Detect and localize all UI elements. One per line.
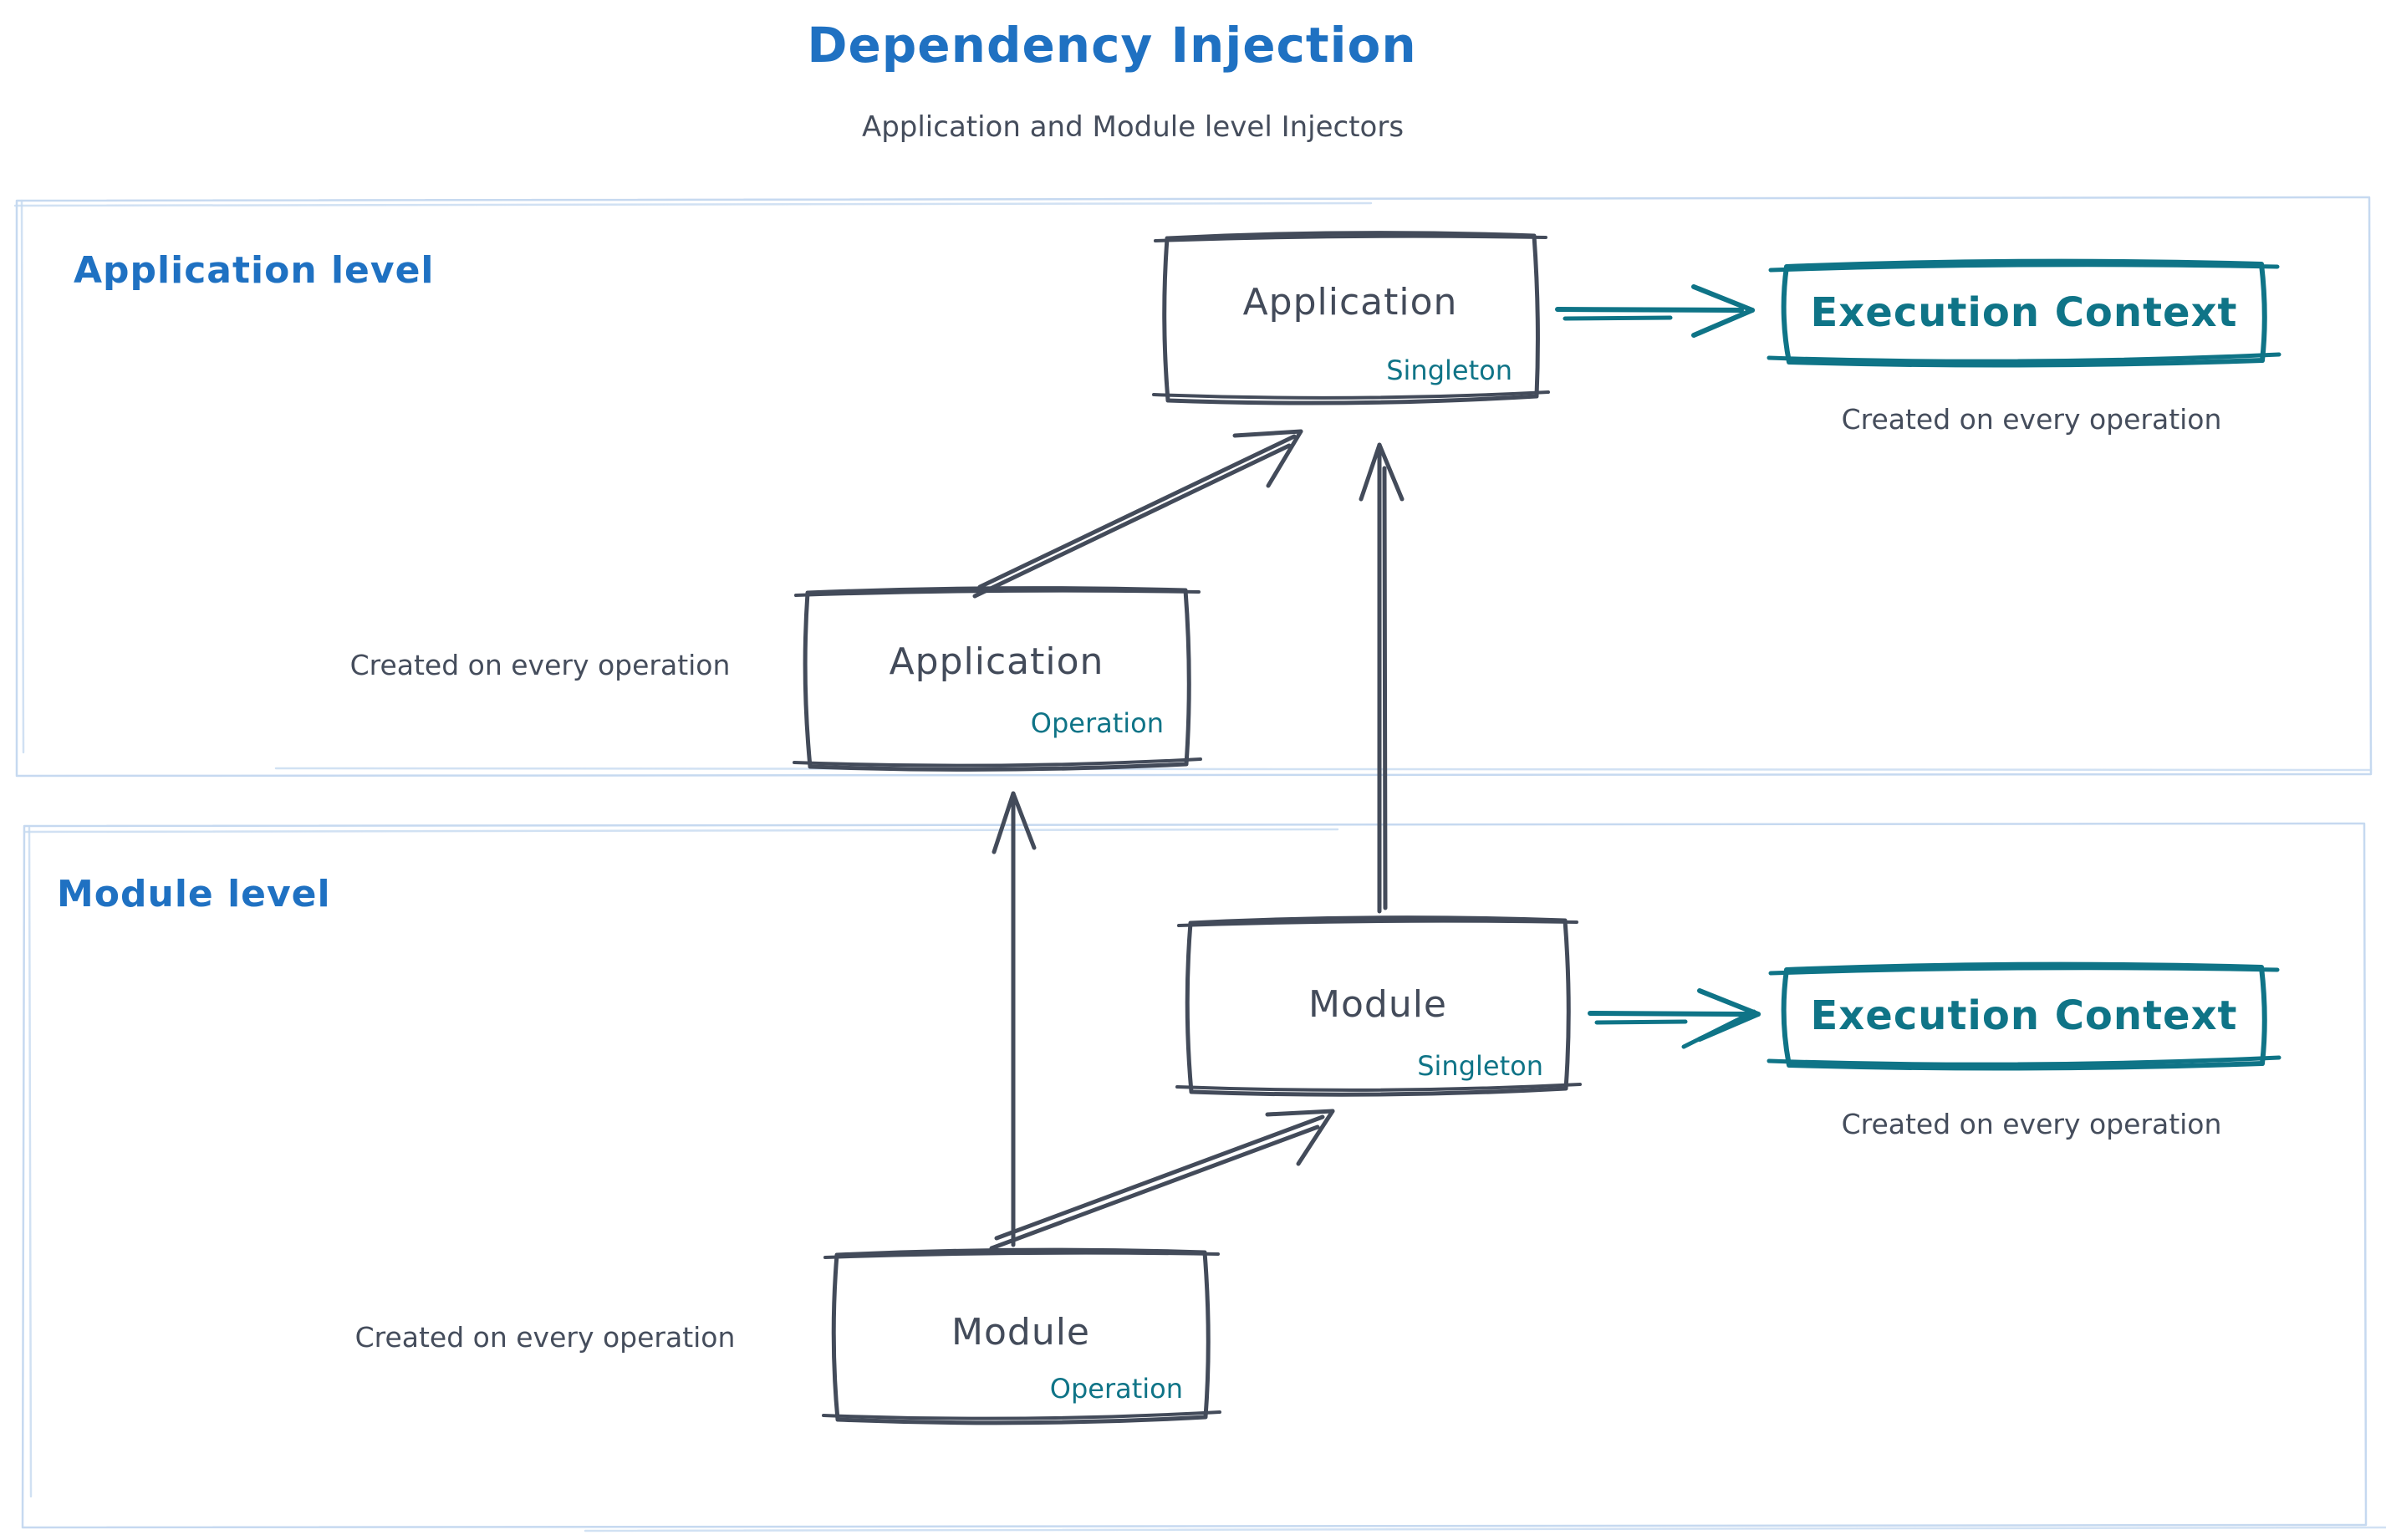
module-execution-context-caption: Created on every operation	[1841, 1108, 2222, 1140]
diagram-title: Dependency Injection	[807, 17, 1417, 74]
app-singleton-tag: Singleton	[1386, 354, 1512, 386]
arrow-module-operation-to-module-singleton	[989, 1109, 1335, 1251]
arrow-module-operation-to-app-operation	[992, 791, 1037, 1247]
arrow-app-operation-to-app-singleton	[972, 429, 1303, 599]
app-execution-context-box	[1767, 258, 2281, 368]
app-execution-context-caption: Created on every operation	[1841, 403, 2222, 436]
app-singleton-title: Application	[1242, 281, 1458, 324]
app-operation-title: Application	[889, 640, 1104, 683]
app-operation-tag: Operation	[1030, 707, 1164, 739]
application-level-panel-border	[13, 196, 2373, 778]
module-operation-tag: Operation	[1049, 1373, 1183, 1405]
module-level-panel-border	[21, 822, 2386, 1532]
module-execution-context-box	[1767, 961, 2281, 1071]
app-execution-context-title: Execution Context	[1810, 289, 2238, 336]
module-operation-box	[822, 1247, 1221, 1425]
app-operation-note: Created on every operation	[349, 649, 731, 681]
module-execution-context-title: Execution Context	[1810, 992, 2238, 1039]
app-singleton-box	[1152, 231, 1550, 405]
module-singleton-box	[1175, 915, 1582, 1097]
application-level-label: Application level	[74, 249, 435, 292]
arrow-app-singleton-to-execution-context	[1555, 284, 1755, 338]
arrow-module-singleton-to-app-singleton	[1359, 442, 1405, 914]
diagram-subtitle: Application and Module level Injectors	[861, 110, 1405, 144]
arrow-module-singleton-to-execution-context	[1588, 988, 1761, 1049]
module-singleton-tag: Singleton	[1417, 1050, 1543, 1082]
module-level-label: Module level	[57, 873, 331, 915]
module-singleton-title: Module	[1308, 983, 1447, 1026]
module-operation-note: Created on every operation	[354, 1321, 736, 1354]
module-operation-title: Module	[951, 1311, 1090, 1354]
app-operation-box	[793, 586, 1202, 772]
